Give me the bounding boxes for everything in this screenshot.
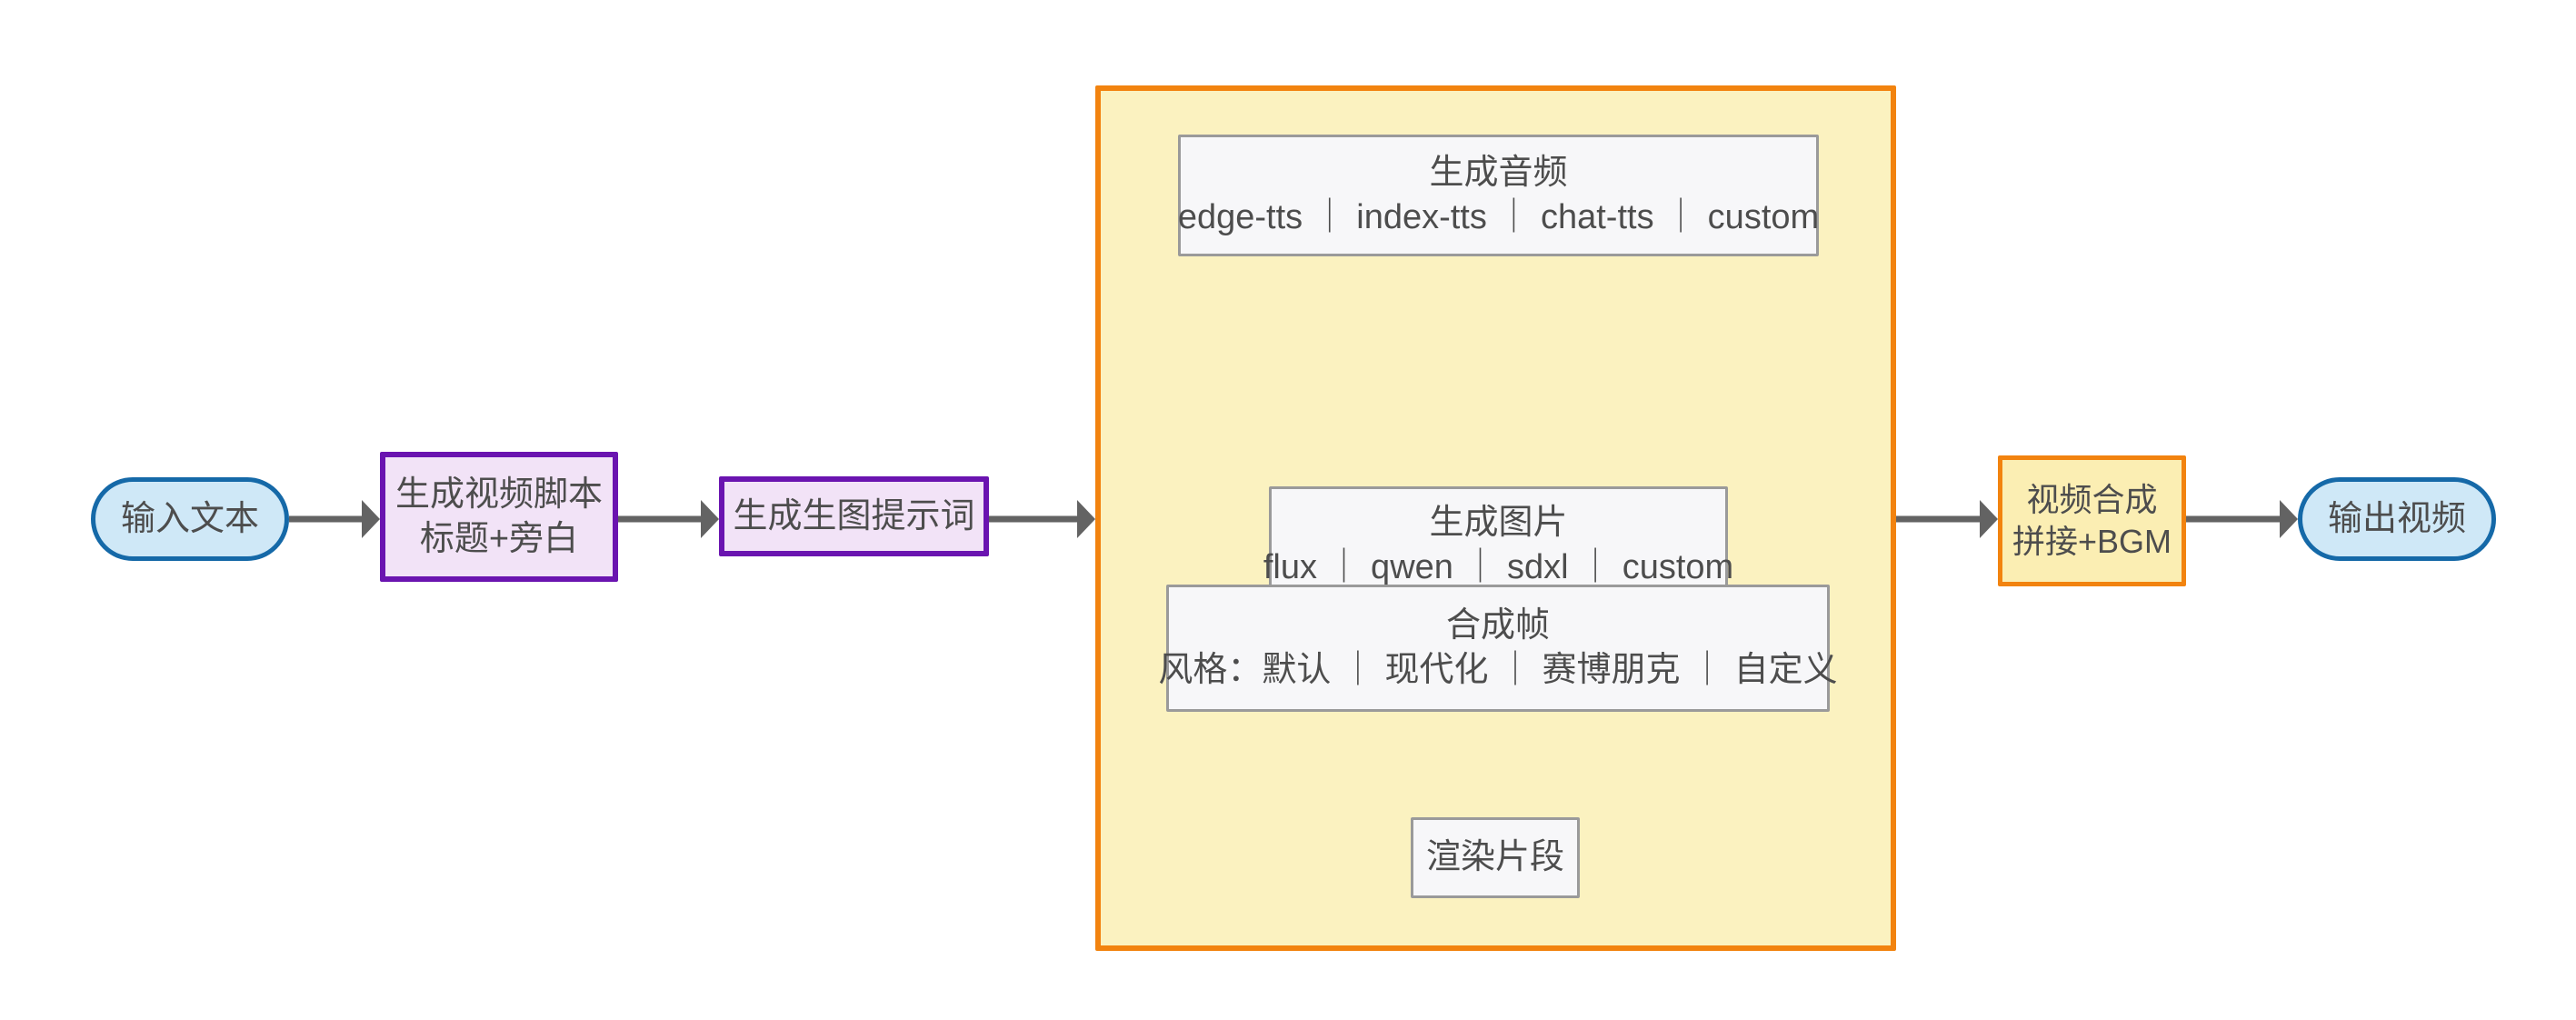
node-script-gen-line-2: 标题+旁白 xyxy=(419,519,579,558)
node-prompt-gen[interactable]: 生成生图提示词 xyxy=(719,476,989,556)
node-script-gen[interactable]: 生成视频脚本 标题+旁白 xyxy=(380,452,618,582)
node-frame-compose-options: 风格：默认 ｜ 现代化 ｜ 赛博朋克 ｜ 自定义 xyxy=(1158,651,1838,689)
node-image-gen-title: 生成图片 xyxy=(1429,504,1568,543)
node-video-merge-line-2: 拼接+BGM xyxy=(2012,523,2172,560)
edge-merge-to-output xyxy=(2186,500,2298,538)
node-input-text-line-1: 输入文本 xyxy=(120,499,259,538)
node-frame-compose[interactable]: 合成帧 风格：默认 ｜ 现代化 ｜ 赛博朋克 ｜ 自定义 xyxy=(1158,585,1838,712)
node-audio-gen-title: 生成音频 xyxy=(1429,154,1568,193)
node-output-video[interactable]: 输出视频 xyxy=(2298,477,2496,561)
node-audio-gen-options: edge-tts ｜ index-tts ｜ chat-tts ｜ custom xyxy=(1177,198,1820,236)
node-render-clip-line-1: 渲染片段 xyxy=(1425,838,1564,877)
node-image-gen-options: flux ｜ qwen ｜ sdxl ｜ custom xyxy=(1263,548,1734,586)
node-audio-gen[interactable]: 生成音频 edge-tts ｜ index-tts ｜ chat-tts ｜ c… xyxy=(1178,135,1819,256)
edge-subgraph-to-merge xyxy=(1896,500,1998,538)
edge-prompt-to-subgraph xyxy=(989,500,1095,538)
node-prompt-gen-line-1: 生成生图提示词 xyxy=(733,496,975,535)
node-script-gen-line-1: 生成视频脚本 xyxy=(394,475,603,514)
edge-input-to-script xyxy=(289,500,380,538)
node-frame-compose-title: 合成帧 xyxy=(1445,606,1550,645)
node-video-merge-line-1: 视频合成 xyxy=(2026,480,2158,518)
edge-script-to-prompt xyxy=(618,500,719,538)
node-render-clip[interactable]: 渲染片段 xyxy=(1411,817,1580,898)
node-video-merge[interactable]: 视频合成 拼接+BGM xyxy=(1998,455,2186,586)
node-input-text[interactable]: 输入文本 xyxy=(91,477,289,561)
node-output-video-line-1: 输出视频 xyxy=(2327,499,2466,538)
